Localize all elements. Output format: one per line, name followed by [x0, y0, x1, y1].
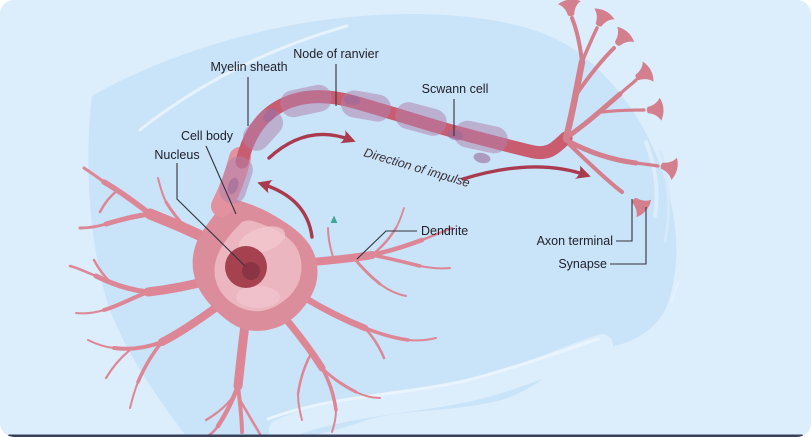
label-leader-lines: [176, 64, 647, 267]
label-synapse: Synapse: [558, 257, 607, 271]
myelin-segment: [280, 84, 332, 118]
labels: Myelin sheath Node of ranvier Scwann cel…: [154, 47, 613, 271]
label-myelin-sheath: Myelin sheath: [210, 60, 287, 74]
cell-body-highlight-bottom: [236, 286, 280, 308]
synapse-bulb: [630, 60, 657, 89]
streak-right-1: [644, 140, 659, 218]
dendrites: [68, 166, 454, 437]
impulse-arrows: [257, 129, 591, 239]
label-dendrite: Dendrite: [421, 224, 468, 238]
impulse-arrow-terminal: [461, 165, 591, 181]
label-nucleus: Nucleus: [154, 148, 199, 162]
impulse-arrow-top: [267, 129, 356, 160]
label-cell-body: Cell body: [181, 129, 234, 143]
myelin-sheath-segments: [219, 84, 508, 204]
impulse-arrow-cellbody: [257, 179, 314, 239]
myelin-segment: [454, 120, 508, 154]
leader-nucleus: [176, 163, 246, 267]
label-schwann-cell: Scwann cell: [422, 82, 489, 96]
streak-right-3: [670, 281, 680, 304]
cell-body: [192, 198, 318, 331]
synapse-bulb: [646, 97, 665, 122]
background-blob: [88, 14, 680, 437]
myelin-segment: [395, 102, 447, 136]
teal-cursor-marker: [330, 215, 338, 223]
synapse-bulb: [557, 0, 583, 18]
bottom-window-edge: [8, 434, 803, 437]
leader-cell-body: [205, 145, 237, 215]
leader-dendrite: [356, 230, 417, 260]
leader-synapse: [610, 207, 647, 265]
label-node-of-ranvier: Node of ranvier: [293, 47, 378, 61]
swoosh-top-left: [138, 24, 349, 132]
wave-highlight-line: [266, 337, 601, 421]
myelin-segment: [242, 109, 284, 151]
schwann-cell-nuclei: [227, 94, 491, 195]
nucleolus: [242, 262, 260, 280]
synapse-bulb: [587, 5, 616, 32]
axon: [211, 84, 573, 217]
axon-terminals: [557, 0, 680, 220]
leader-axon-terminal: [616, 199, 633, 242]
streak-right-2: [659, 150, 670, 243]
label-axon-terminal: Axon terminal: [537, 234, 613, 248]
